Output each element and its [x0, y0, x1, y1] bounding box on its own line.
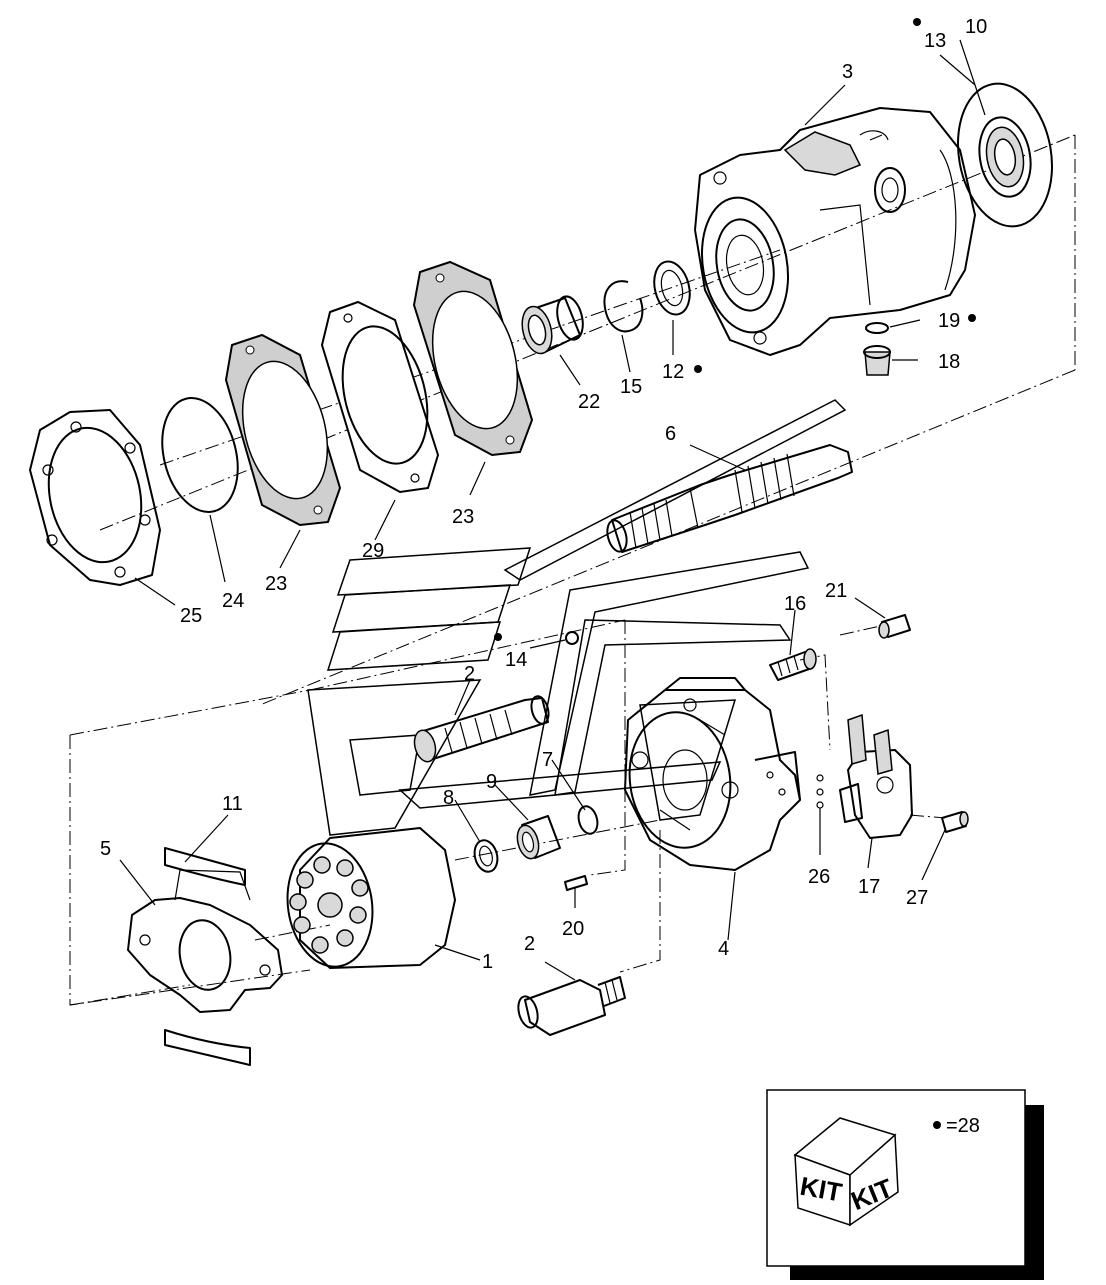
- part-27-screw: [941, 811, 969, 833]
- part-26-seals: [816, 774, 824, 809]
- part-23-gasket-right: [412, 260, 534, 457]
- part-2-spring-spool: [413, 695, 550, 763]
- legend-marker-text: =28: [946, 1115, 980, 1137]
- callout-4: 4: [718, 938, 729, 960]
- part-9-bearing: [516, 815, 561, 860]
- callout-9: 9: [486, 771, 497, 793]
- callout-19: 19: [938, 310, 960, 332]
- watermark-logo: [307, 399, 847, 836]
- part-14-o-ring: [565, 631, 579, 645]
- callout-25: 25: [180, 605, 202, 627]
- part-10-ball-bearing: [978, 116, 1032, 198]
- callout-2-upper: 2: [464, 663, 475, 685]
- part-23-gasket-left: [224, 333, 342, 527]
- callout-6: 6: [665, 423, 676, 445]
- part-22-needle-bearing: [521, 295, 584, 355]
- callout-27: 27: [906, 887, 928, 909]
- kit-legend: KIT KIT =28: [766, 1089, 1044, 1280]
- callout-12: 12: [662, 361, 684, 383]
- part-29-gasket: [320, 300, 440, 494]
- part-3-housing: [694, 107, 976, 356]
- part-5-swash-plate: [127, 869, 283, 1013]
- legend-bullet: [933, 1121, 941, 1129]
- callout-17: 17: [858, 876, 880, 898]
- part-4-port-plate: [624, 677, 801, 871]
- part-11-half-ring-upper: [164, 847, 246, 886]
- part-25-end-cover: [29, 409, 161, 586]
- callout-29: 29: [362, 540, 384, 562]
- part-2-piston: [517, 976, 626, 1036]
- callout-10: 10: [965, 16, 987, 38]
- part-18-plug: [863, 345, 891, 376]
- callout-26: 26: [808, 866, 830, 888]
- part-13-cover-disc: [957, 82, 1053, 228]
- part-8-ring: [473, 839, 499, 873]
- part-21-screw: [878, 614, 911, 639]
- callout-8: 8: [443, 787, 454, 809]
- callout-22: 22: [578, 391, 600, 413]
- callout-13: 13: [924, 30, 946, 52]
- kit-label-left: KIT: [798, 1171, 845, 1208]
- callout-23-left: 23: [265, 573, 287, 595]
- callout-1: 1: [482, 951, 493, 973]
- part-11-half-ring-lower: [164, 1029, 251, 1066]
- part-7-ring: [577, 805, 599, 835]
- callout-16: 16: [784, 593, 806, 615]
- bullet-markers: [494, 18, 976, 641]
- callout-15: 15: [620, 376, 642, 398]
- part-19-o-ring: [865, 322, 889, 334]
- callout-23-right: 23: [452, 506, 474, 528]
- callout-11: 11: [222, 793, 243, 815]
- callout-14: 14: [505, 649, 527, 671]
- callout-3: 3: [842, 61, 853, 83]
- kit-cube-icon: KIT KIT: [793, 1117, 899, 1227]
- callout-labels: 1 2 2 3 4 5 6 7 8 9 10 11 12 13 14 15 16…: [100, 16, 987, 973]
- part-15-snap-ring: [603, 280, 644, 333]
- callout-18: 18: [938, 351, 960, 373]
- callout-21: 21: [825, 580, 847, 602]
- callout-24: 24: [222, 590, 244, 612]
- part-24-o-ring: [161, 397, 239, 513]
- part-16-screw: [769, 648, 817, 681]
- part-1-cylinder-block: [286, 827, 456, 969]
- leader-lines: [119, 39, 986, 981]
- part-6-splined-shaft: [606, 444, 853, 553]
- part-12-shaft-seal: [653, 260, 691, 316]
- callout-2-lower: 2: [524, 933, 535, 955]
- callout-20: 20: [562, 918, 584, 940]
- part-17-valve: [839, 713, 913, 839]
- callout-5: 5: [100, 838, 111, 860]
- part-20-pin: [564, 875, 588, 891]
- callout-7: 7: [542, 749, 553, 771]
